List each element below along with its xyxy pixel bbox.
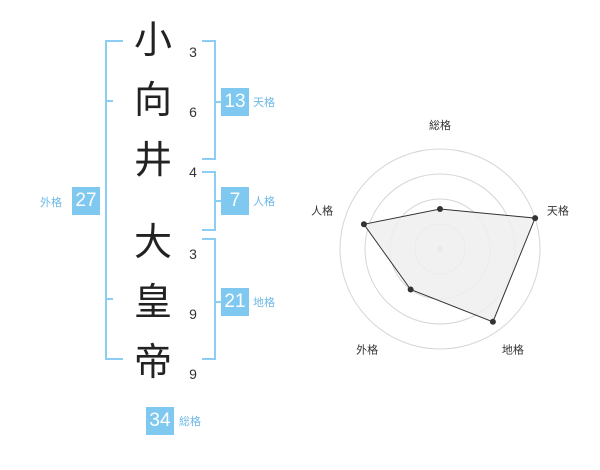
radar-axis-label-3: 地格 [502,342,524,356]
stroke-count-3: 4 [189,164,197,180]
name-char-1: 小 [133,18,172,62]
gaikaku-label: 外格 [40,196,62,209]
name-char-2: 向 [133,78,172,122]
radar-point-1 [437,206,443,212]
stroke-count-5: 9 [189,306,197,322]
name-char-5: 皇 [133,280,172,324]
radar-ring-4 [339,148,541,350]
jinkaku-bracket [202,171,221,231]
chikaku-bracket [202,238,221,360]
radar-axis-label-2: 天格 [547,204,569,218]
tenkaku-bracket [202,40,221,160]
stroke-count-2: 6 [189,104,197,120]
stroke-count-6: 9 [189,366,197,382]
radar-point-2 [532,215,539,222]
radar-point-3 [489,318,496,325]
radar-points [360,206,539,325]
radar-point-5 [360,221,367,228]
jinkaku-value-badge: 7 [221,187,249,215]
outer-bracket [105,40,123,360]
chikaku-value-badge: 21 [221,288,249,316]
chikaku-label: 地格 [253,296,275,309]
soukaku-value-badge: 34 [146,407,174,435]
radar-axis-label-5: 人格 [311,204,333,218]
name-char-6: 帝 [133,340,172,384]
radar-area [363,208,536,323]
tenkaku-label: 天格 [253,96,275,109]
jinkaku-label: 人格 [253,195,275,208]
tenkaku-value-badge: 13 [221,88,249,116]
soukaku-label: 総格 [179,415,201,428]
gaikaku-value-badge: 27 [72,187,100,215]
radar-axis-label-4: 外格 [356,342,378,356]
radar-point-4 [407,286,414,293]
radar-axis-label-1: 総格 [429,118,451,132]
name-char-4: 大 [133,220,172,264]
stroke-count-1: 3 [189,44,197,60]
stroke-count-4: 3 [189,246,197,262]
name-char-3: 井 [133,138,172,182]
